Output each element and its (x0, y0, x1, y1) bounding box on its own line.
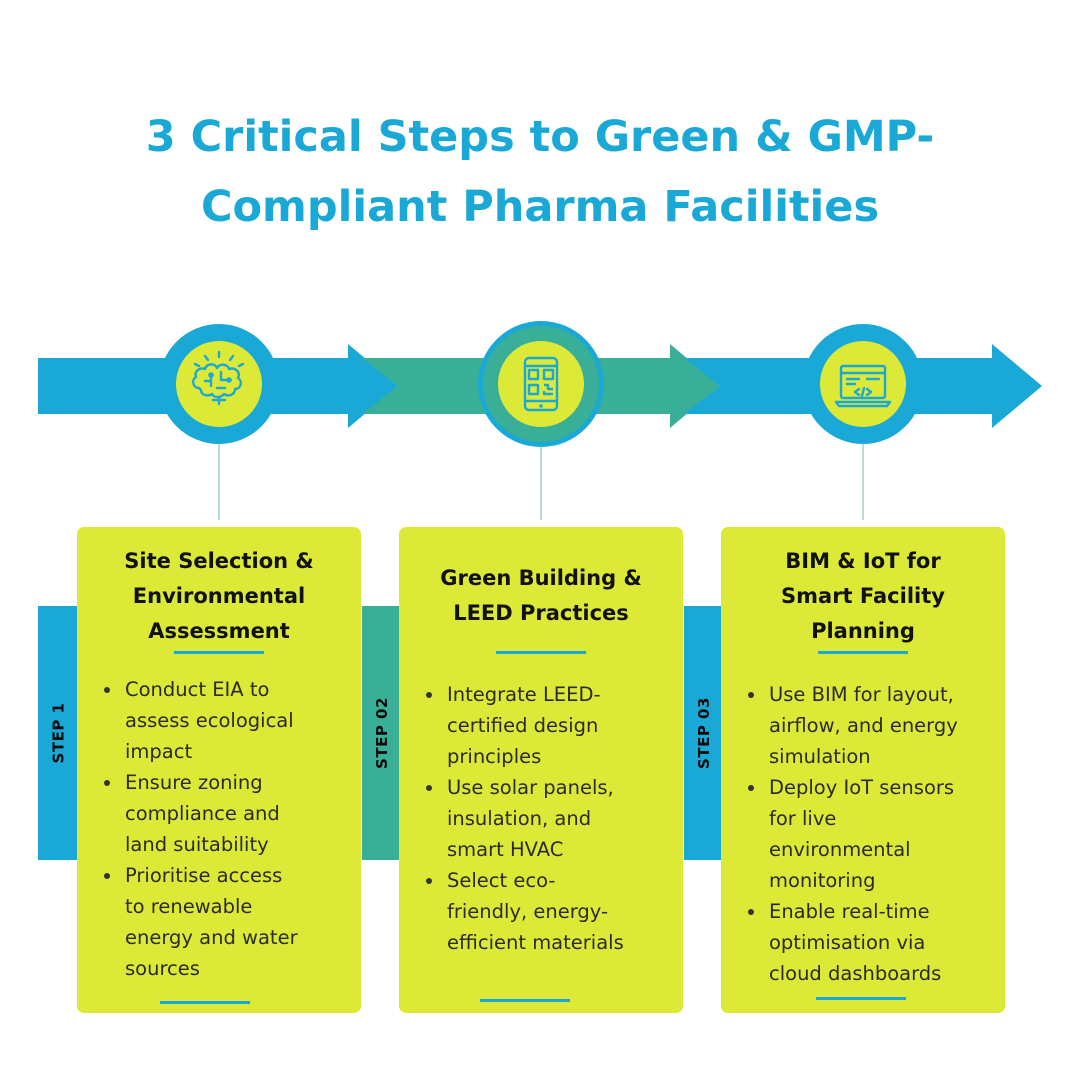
step-3-label: STEP 03 (695, 697, 713, 769)
step-1-label: STEP 1 (49, 702, 67, 764)
step-3-title-underline (818, 651, 908, 654)
step-1-bottom-underline (160, 1001, 250, 1004)
step-2-title-underline (496, 651, 586, 654)
brain-idea-icon (191, 350, 245, 406)
step-2-tab (362, 606, 402, 860)
step-1-card-title: Site Selection & Environmental Assessmen… (124, 549, 314, 643)
step-3-card-title: BIM & IoT for Smart Facility Planning (781, 549, 945, 643)
step-2-label: STEP 02 (373, 697, 391, 769)
step-2-tab-label: STEP 02 (362, 606, 402, 860)
step-2-card: Green Building & LEED Practices Integrat… (399, 527, 683, 1013)
step-2-bottom-underline (480, 999, 570, 1002)
title-line-1: 3 Critical Steps to Green & GMP- (145, 112, 935, 162)
step-3-bottom-underline (816, 997, 906, 1000)
mobile-qr-code-icon (523, 356, 559, 412)
step-3-tab-label: STEP 03 (684, 606, 724, 860)
step-2-card-title: Green Building & LEED Practices (440, 566, 642, 625)
page-title: 3 Critical Steps to Green & GMP- Complia… (60, 102, 1020, 242)
step-1-tab-label: STEP 1 (38, 606, 78, 860)
step-1-tab (38, 606, 78, 860)
title-line-2: Compliant Pharma Facilities (200, 182, 880, 232)
step-1-title-underline (174, 651, 264, 654)
step-1-card: Site Selection & Environmental Assessmen… (77, 527, 361, 1013)
bullet-item: Select eco-friendly, energy-efficient ma… (426, 865, 675, 958)
step-3-card: BIM & IoT for Smart Facility Planning Us… (721, 527, 1005, 1013)
laptop-code-icon (834, 364, 892, 408)
step-3-tab (684, 606, 724, 860)
process-arrow-track (38, 321, 1042, 520)
